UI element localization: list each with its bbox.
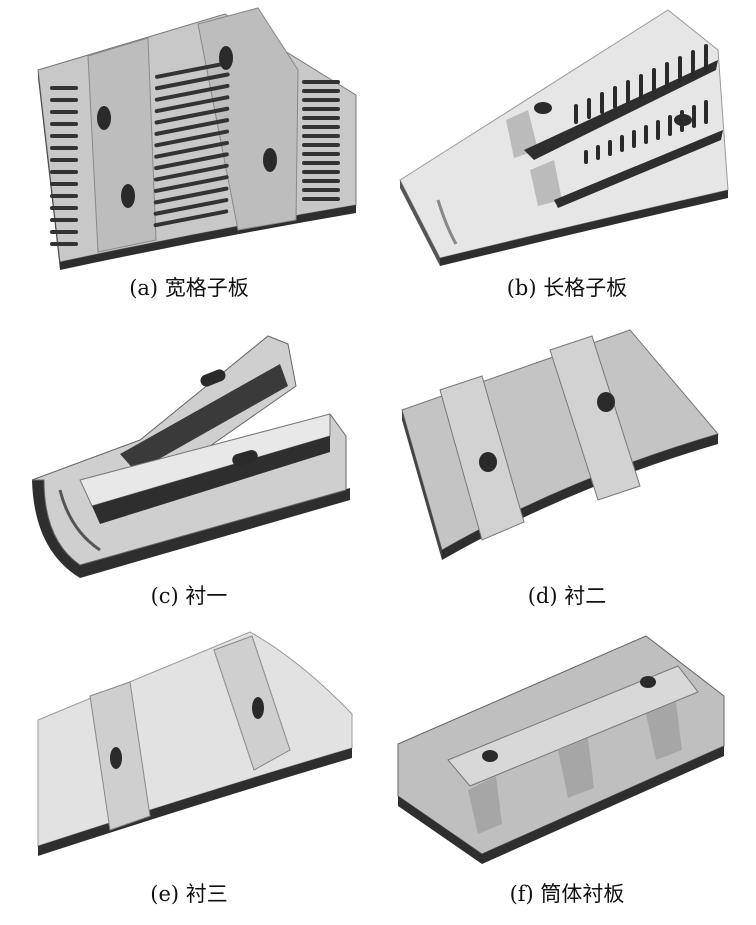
caption-d: (d) 衬二 <box>527 584 607 608</box>
caption-f: (f) 筒体衬板 <box>509 882 625 906</box>
figure-b-long-grate-plate <box>399 9 729 266</box>
caption-c: (c) 衬一 <box>150 584 228 608</box>
caption-a: (a) 宽格子板 <box>129 276 249 300</box>
caption-b: (b) 长格子板 <box>506 276 628 300</box>
figure-c-liner-1 <box>31 335 350 578</box>
figure-d-liner-2 <box>401 329 719 560</box>
figure-a-wide-grate-plate <box>37 7 357 270</box>
caption-e: (e) 衬三 <box>150 882 228 906</box>
figure-e-liner-3 <box>37 631 353 856</box>
figure-f-shell-liner <box>397 635 725 864</box>
